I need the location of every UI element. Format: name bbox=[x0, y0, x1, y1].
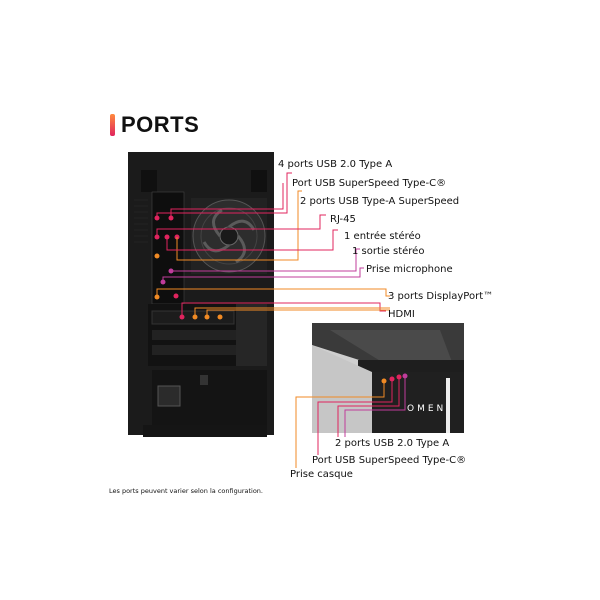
rear-tower bbox=[128, 152, 274, 437]
label-usb2-rear: 4 ports USB 2.0 Type A bbox=[278, 159, 393, 170]
label-stereo-in: 1 entrée stéréo bbox=[344, 231, 421, 242]
title-accent-bar bbox=[110, 114, 115, 136]
label-headphone: Prise casque bbox=[290, 469, 353, 480]
rear-fan bbox=[191, 198, 267, 274]
front-leader-lines bbox=[295, 376, 406, 468]
label-usbc-front: Port USB SuperSpeed Type-C® bbox=[312, 455, 467, 466]
label-mic: Prise microphone bbox=[366, 264, 453, 275]
omen-logo: OMEN bbox=[407, 404, 447, 414]
rear-leader-lines bbox=[156, 172, 390, 317]
label-hdmi: HDMI bbox=[388, 309, 415, 320]
footnote: Les ports peuvent varier selon la config… bbox=[109, 487, 263, 495]
page-title: PORTS bbox=[121, 112, 200, 137]
label-usba-superspeed: 2 ports USB Type-A SuperSpeed bbox=[300, 196, 460, 207]
label-usbc-rear: Port USB SuperSpeed Type-C® bbox=[292, 178, 447, 189]
front-io-inset bbox=[312, 323, 464, 433]
label-displayport: 3 ports DisplayPort™ bbox=[388, 291, 494, 302]
label-rj45: RJ-45 bbox=[330, 214, 356, 225]
label-usb2-front: 2 ports USB 2.0 Type A bbox=[335, 438, 450, 449]
label-stereo-out: 1 sortie stéréo bbox=[352, 246, 425, 257]
section-header: PORTS bbox=[110, 112, 199, 138]
